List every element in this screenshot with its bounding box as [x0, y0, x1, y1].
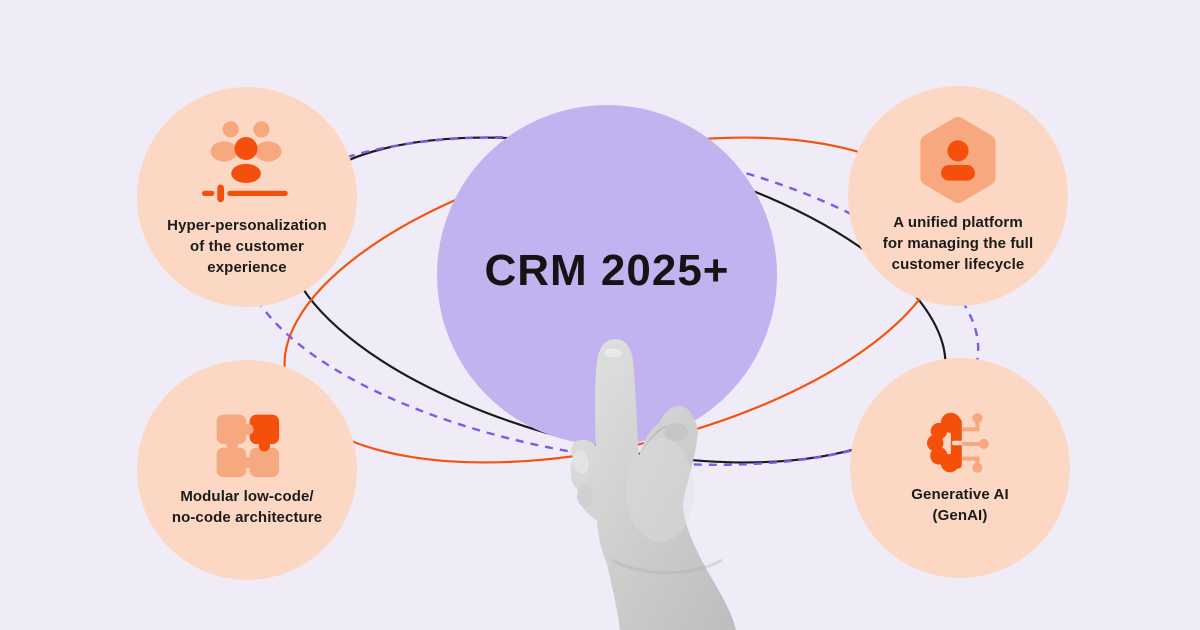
label-line: Hyper-personalization [167, 217, 327, 235]
label-line: Generative AI [911, 485, 1009, 503]
puzzle-pieces-light [216, 414, 280, 477]
label-line: of the customer [189, 238, 304, 256]
center-circle: CRM 2025+ [437, 105, 777, 445]
people-slider-icon [201, 121, 288, 203]
hexagon-user-icon [920, 117, 996, 204]
center-title: CRM 2025+ [484, 246, 730, 295]
person-center [231, 137, 261, 184]
label-line: Modular low-code/ [180, 487, 314, 505]
circuit-traces [961, 421, 981, 466]
label-line: no-code architecture [171, 508, 323, 526]
label-line: customer lifecycle [891, 255, 1025, 273]
node-generative-ai: Generative AI (GenAI) [850, 358, 1070, 578]
person-silhouette [941, 140, 975, 182]
puzzle-knobs-light [226, 423, 254, 468]
slider-bar [201, 184, 288, 203]
node-label-unified-platform: A unified platform for managing the full… [883, 213, 1033, 275]
circuit-nodes [972, 413, 989, 473]
node-unified-platform: A unified platform for managing the full… [848, 86, 1068, 306]
puzzle-piece-orange [249, 414, 280, 444]
label-line: experience [207, 258, 287, 276]
node-label-modular-architecture: Modular low-code/ no-code architecture [172, 487, 322, 528]
node-modular-architecture: Modular low-code/ no-code architecture [137, 360, 357, 580]
brain-circuit-icon [927, 412, 989, 473]
node-label-hyper-personalization: Hyper-personalization of the customer ex… [167, 216, 327, 278]
puzzle-knob-orange [258, 440, 271, 452]
label-line: A unified platform [893, 214, 1023, 232]
label-line: (GenAI) [932, 506, 988, 524]
node-label-generative-ai: Generative AI (GenAI) [911, 485, 1008, 526]
puzzle-icon [216, 414, 280, 477]
people-group-light [210, 121, 282, 162]
label-line: for managing the full [882, 235, 1034, 253]
node-hyper-personalization: Hyper-personalization of the customer ex… [137, 87, 357, 307]
